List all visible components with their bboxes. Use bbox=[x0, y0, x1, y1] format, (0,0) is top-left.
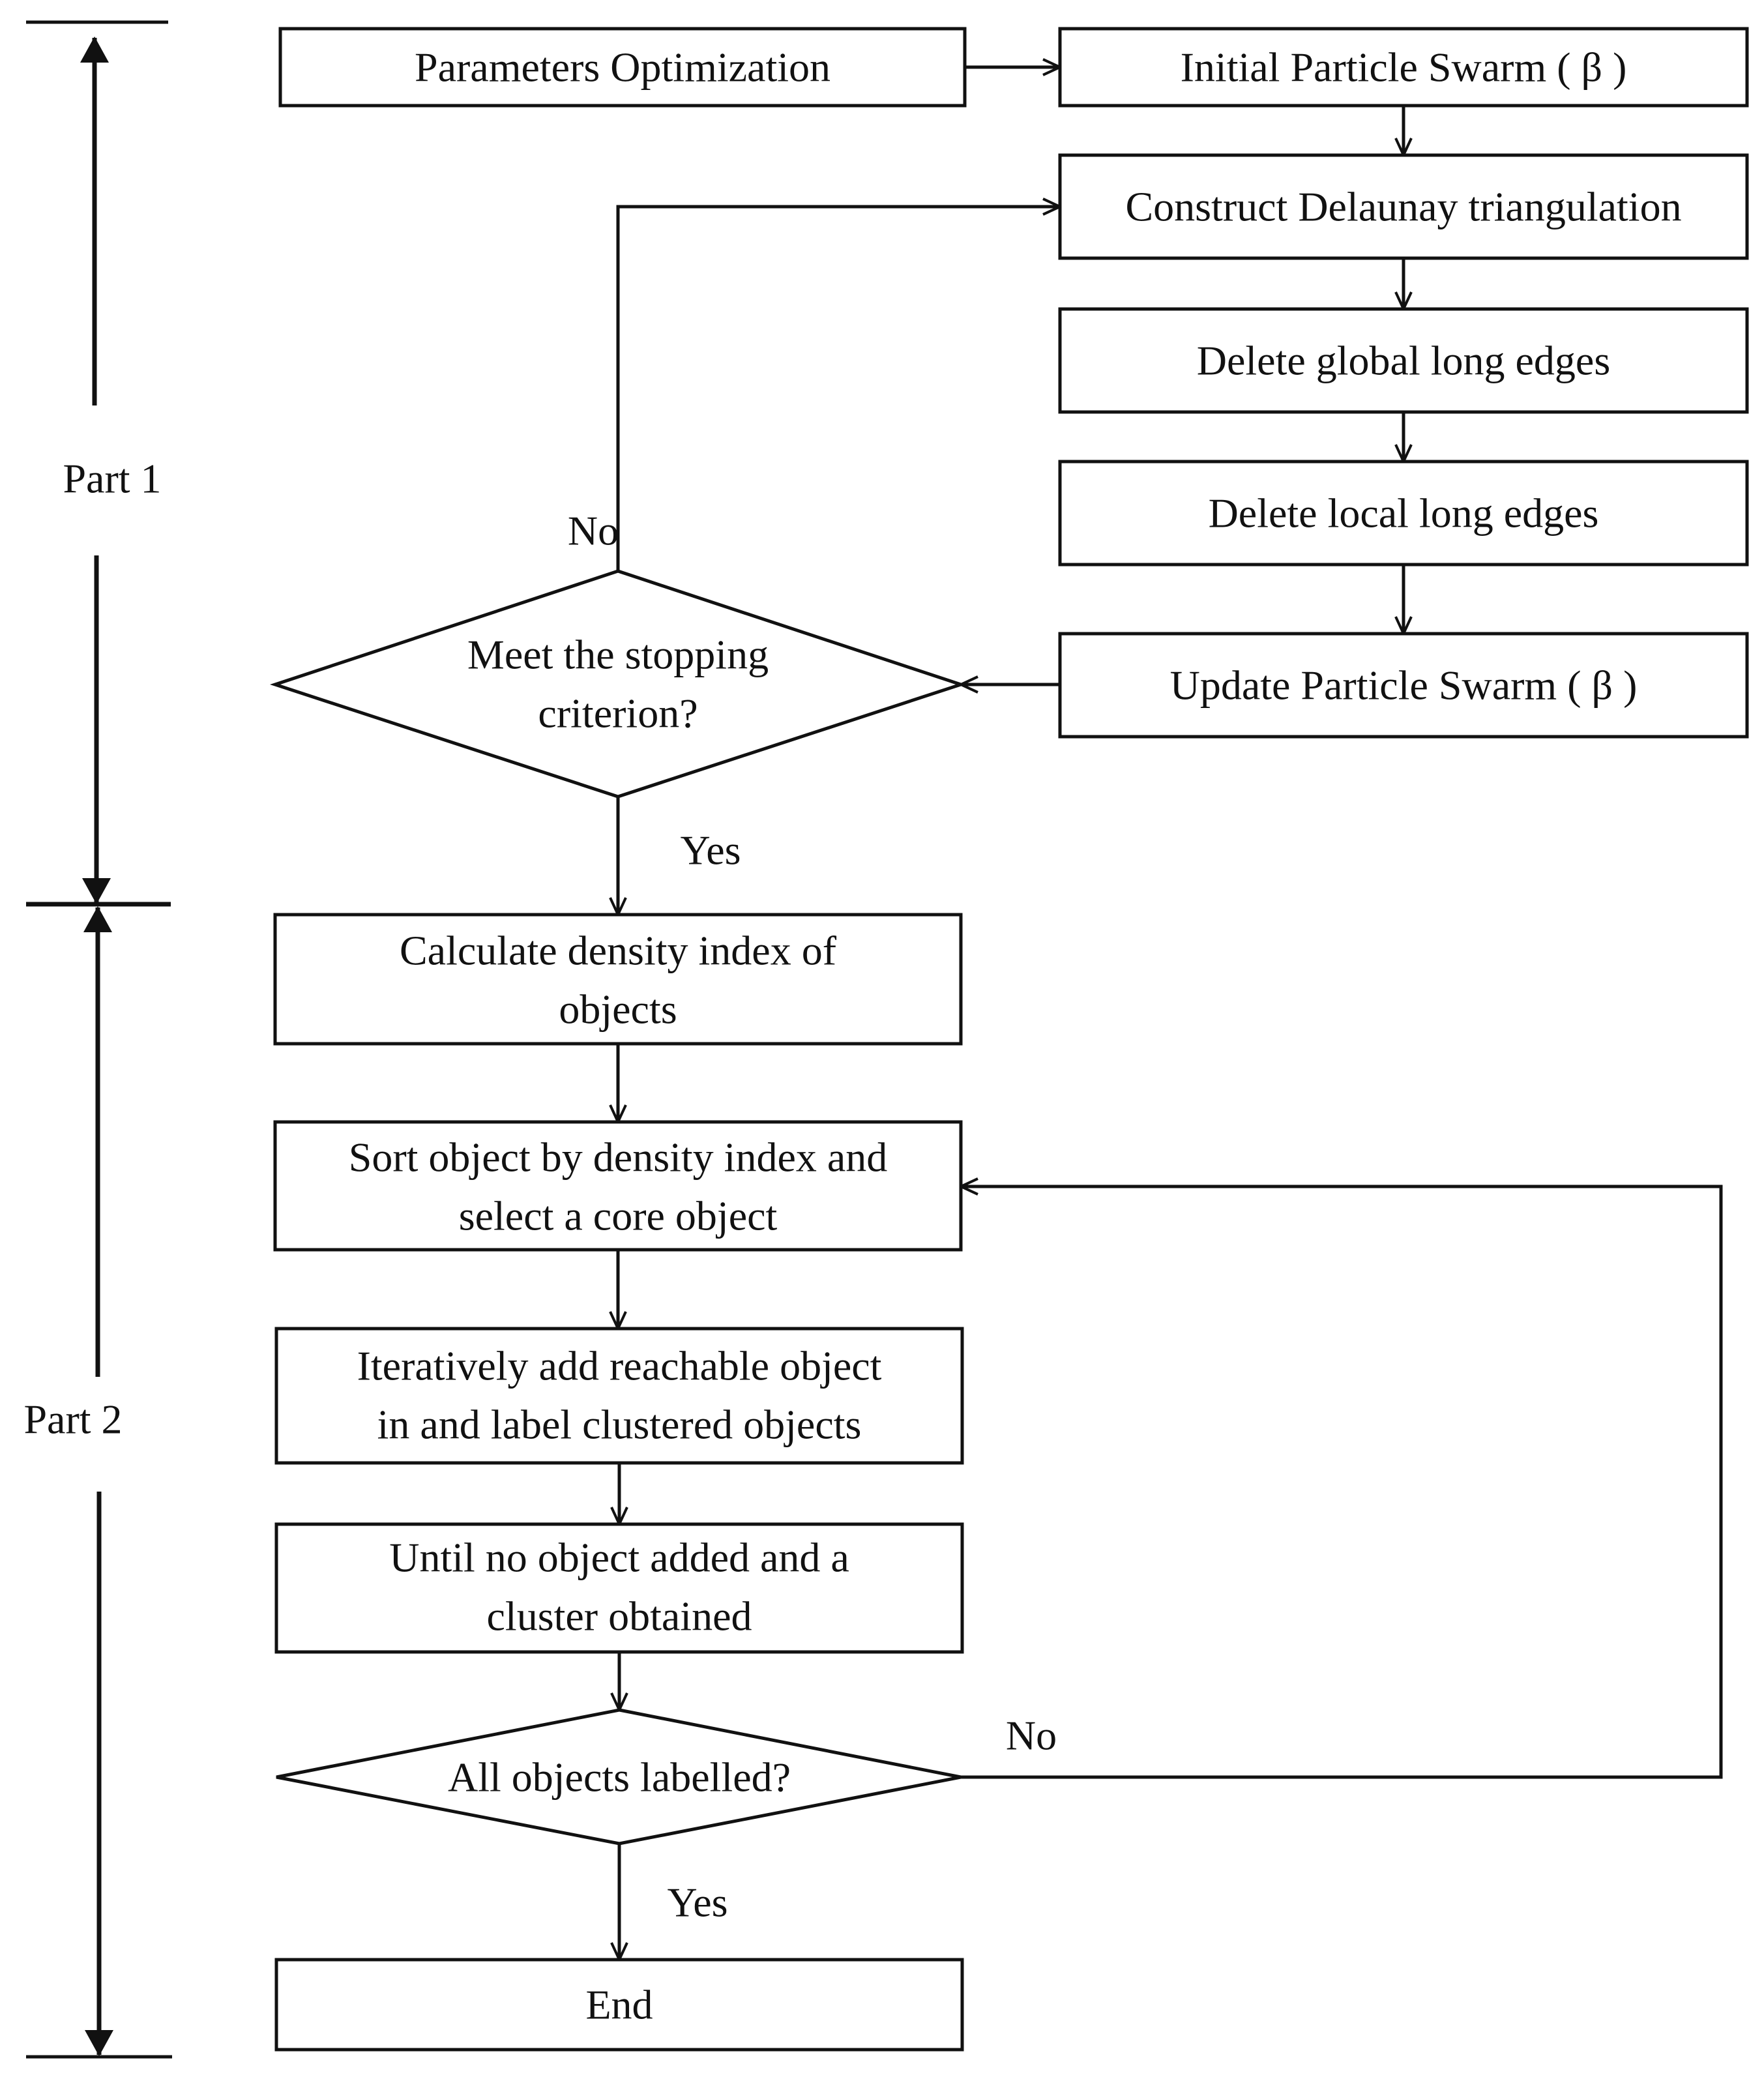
edge-label-labelled-no: No bbox=[1006, 1713, 1057, 1759]
node-construct-delaunay: Construct Delaunay triangulation bbox=[1058, 153, 1749, 260]
node-until-cluster: Until no object added and a cluster obta… bbox=[274, 1522, 964, 1654]
edge-label-labelled-yes: Yes bbox=[667, 1879, 728, 1926]
node-parameters-optimization: Parameters Optimization bbox=[278, 27, 967, 108]
node-delete-global-edges: Delete global long edges bbox=[1058, 307, 1749, 414]
node-calculate-density-line2: objects bbox=[559, 986, 677, 1033]
node-parameters-optimization-label: Parameters Optimization bbox=[415, 44, 831, 91]
connectors bbox=[616, 67, 1723, 1960]
node-until-cluster-line2: cluster obtained bbox=[487, 1593, 752, 1640]
node-delete-local-edges: Delete local long edges bbox=[1058, 460, 1749, 567]
node-until-cluster-line1: Until no object added and a bbox=[389, 1535, 849, 1581]
node-calculate-density-line1: Calculate density index of bbox=[400, 928, 837, 974]
node-update-particle-swarm-label: Update Particle Swarm ( β ) bbox=[1170, 662, 1638, 709]
node-iteratively-add: Iteratively add reachable object in and … bbox=[274, 1327, 964, 1465]
node-calculate-density: Calculate density index of objects bbox=[273, 913, 963, 1046]
node-sort-select-core-line2: select a core object bbox=[459, 1193, 778, 1239]
node-stopping-criterion-line1: Meet the stopping bbox=[467, 632, 769, 678]
node-initial-particle-swarm: Initial Particle Swarm ( β ) bbox=[1058, 27, 1749, 108]
node-initial-particle-swarm-label: Initial Particle Swarm ( β ) bbox=[1181, 44, 1627, 91]
edge-criterion-no-loop bbox=[616, 207, 1060, 571]
node-iteratively-add-line2: in and label clustered objects bbox=[377, 1402, 862, 1448]
node-iteratively-add-line1: Iteratively add reachable object bbox=[357, 1343, 882, 1389]
part2-label: Part 2 bbox=[23, 1396, 122, 1443]
node-update-particle-swarm: Update Particle Swarm ( β ) bbox=[1058, 632, 1749, 739]
edge-label-criterion-no: No bbox=[568, 508, 619, 554]
edge-label-criterion-yes: Yes bbox=[680, 827, 741, 874]
part1-label: Part 1 bbox=[63, 456, 161, 502]
node-end-label: End bbox=[585, 1982, 653, 2028]
edge-labelled-no-loop bbox=[961, 1186, 1723, 1779]
node-delete-local-edges-label: Delete local long edges bbox=[1209, 490, 1599, 537]
node-construct-delaunay-label: Construct Delaunay triangulation bbox=[1125, 184, 1681, 230]
node-all-labelled: All objects labelled? bbox=[276, 1708, 962, 1846]
part-markers: Part 1 Part 2 bbox=[23, 20, 172, 2059]
node-sort-select-core-line1: Sort object by density index and bbox=[349, 1134, 888, 1181]
node-end: End bbox=[274, 1958, 964, 2052]
node-sort-select-core: Sort object by density index and select … bbox=[273, 1120, 963, 1252]
node-all-labelled-label: All objects labelled? bbox=[448, 1754, 791, 1801]
node-stopping-criterion: Meet the stopping criterion? bbox=[269, 569, 967, 799]
node-delete-global-edges-label: Delete global long edges bbox=[1197, 338, 1610, 384]
node-stopping-criterion-line2: criterion? bbox=[538, 690, 698, 737]
